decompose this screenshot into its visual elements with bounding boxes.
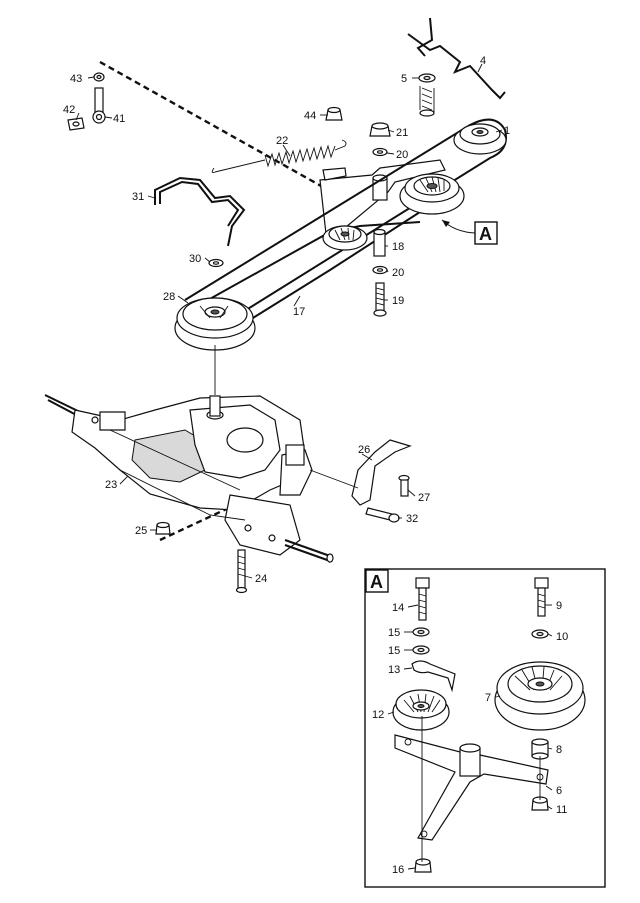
idler-pulley-main-small [322, 225, 368, 251]
callout-6: 6 [556, 785, 562, 797]
callout-labels-main: 1 4 5 17 18 19 20 20 21 22 23 24 25 26 2… [63, 55, 510, 585]
callout-16: 16 [392, 864, 404, 876]
callout-28: 28 [163, 291, 175, 303]
part-4-control-rod [407, 17, 506, 100]
part-44-nut [325, 106, 343, 121]
part-8-spacer [531, 738, 549, 760]
part-28-transmission-pulley [174, 297, 256, 351]
callout-25: 25 [135, 525, 147, 537]
part-1-engine-pulley [453, 123, 507, 155]
part-9-bolt [534, 577, 549, 617]
part-15-washer-upper [412, 627, 430, 637]
part-14-bolt [415, 577, 430, 621]
callout-leaders [75, 63, 553, 870]
callout-42: 42 [63, 104, 75, 116]
part-13-spacer [411, 660, 456, 693]
callout-15-upper: 15 [388, 627, 400, 639]
part-10-washer [531, 629, 549, 639]
part-22-spring [211, 139, 347, 173]
callout-1: 1 [504, 125, 510, 137]
part-31-rod [154, 176, 246, 247]
callout-8: 8 [556, 744, 562, 756]
callout-7: 7 [485, 692, 491, 704]
callout-23: 23 [105, 479, 117, 491]
part-30-washer [208, 258, 224, 268]
callout-9: 9 [556, 600, 562, 612]
part-23-transaxle [44, 394, 334, 563]
part-12-idler-pulley [392, 689, 450, 731]
part-15-washer-lower [412, 645, 430, 655]
callout-32: 32 [406, 513, 418, 525]
part-21-nut [369, 122, 391, 137]
part-7-idler-pulley [494, 661, 586, 731]
callout-17: 17 [293, 306, 305, 318]
detail-view-a-frame [364, 568, 606, 888]
detail-reference-main: A [441, 219, 498, 245]
callout-11: 11 [556, 804, 567, 816]
callout-21: 21 [396, 127, 408, 139]
callout-31: 31 [132, 191, 144, 203]
part-42-nut [67, 117, 85, 131]
part-20-washer-top [372, 147, 388, 157]
callout-22: 22 [276, 135, 288, 147]
callout-labels-detail: 6 7 8 9 10 11 12 13 14 15 15 16 [372, 600, 568, 876]
callout-20-bottom: 20 [392, 267, 404, 279]
callout-41: 41 [113, 113, 125, 125]
part-11-nut [531, 796, 549, 811]
part-27-bolt [398, 474, 410, 497]
callout-5: 5 [401, 73, 407, 85]
callout-43: 43 [70, 73, 82, 85]
callout-10: 10 [556, 631, 568, 643]
part-24-bolt [235, 549, 248, 594]
part-18-spacer [373, 228, 386, 257]
part-25-nut [155, 521, 171, 535]
part-41-eye-bolt [92, 87, 106, 124]
callout-19: 19 [392, 295, 404, 307]
callout-12: 12 [372, 709, 384, 721]
callout-30: 30 [189, 253, 201, 265]
callout-18: 18 [392, 241, 404, 253]
callout-27: 27 [418, 492, 430, 504]
part-32-bolt [365, 507, 400, 523]
part-20-washer-bottom [372, 265, 388, 275]
part-5-washer-spring [418, 73, 436, 117]
bracket-post [372, 174, 388, 201]
detail-reference-box: A [365, 569, 389, 593]
part-43-nut [93, 72, 105, 82]
dashed-reference-line-top [99, 60, 356, 207]
part-6-idler-arm [394, 734, 549, 841]
callout-14: 14 [392, 602, 404, 614]
callout-13: 13 [388, 664, 400, 676]
svg-text:A: A [370, 572, 383, 592]
part-26-bracket [309, 439, 412, 506]
part-16-nut [414, 858, 432, 873]
callout-44: 44 [304, 110, 316, 122]
svg-text:A: A [479, 224, 492, 244]
part-19-bolt [373, 282, 387, 317]
idler-pulley-main-large [399, 173, 465, 215]
callout-15-lower: 15 [388, 645, 400, 657]
callout-26: 26 [358, 444, 370, 456]
callout-24: 24 [255, 573, 267, 585]
callout-4: 4 [480, 55, 486, 67]
callout-20-top: 20 [396, 149, 408, 161]
